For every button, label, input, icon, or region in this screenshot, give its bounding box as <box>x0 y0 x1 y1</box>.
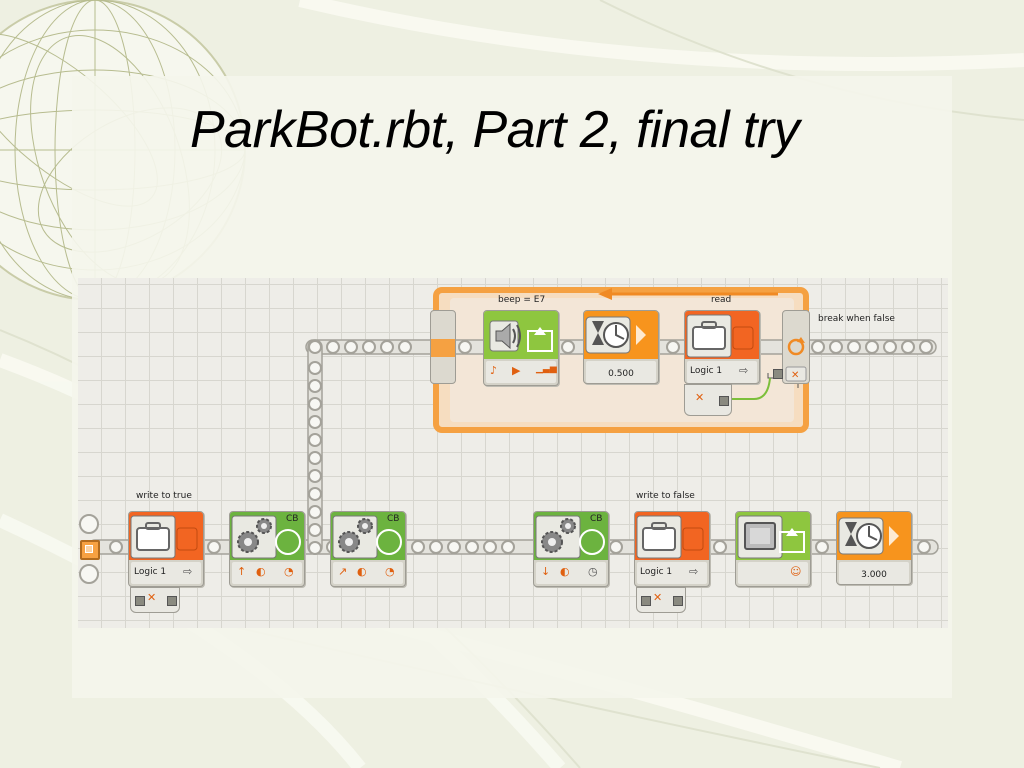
briefcase-icon <box>636 515 704 559</box>
note-icon: ♪ <box>490 364 498 377</box>
write-arrow-icon: ⇨ <box>183 565 193 578</box>
logic-write-true-block[interactable]: Logic 1 ⇨ <box>128 511 204 587</box>
sound-block[interactable]: ♪ ▶ ▁▃▅ <box>483 310 559 386</box>
label-write-true: write to true <box>136 491 192 501</box>
unlimited-duration-icon: ◷ <box>588 565 598 578</box>
direction-forward-icon: ↑ <box>237 565 247 578</box>
logic-write-false-block[interactable]: Logic 1 ⇨ <box>634 511 710 587</box>
play-icon: ▶ <box>512 364 521 377</box>
wait-time-block-final[interactable]: 3.000 <box>836 511 912 585</box>
gears-icon <box>231 515 301 559</box>
loop-condition-port[interactable] <box>773 369 783 379</box>
move-block-2[interactable]: CB ↗ ◐ ◔ <box>330 511 406 587</box>
briefcase-icon <box>686 314 754 358</box>
loop-right-pillar[interactable]: ✕ <box>773 310 810 384</box>
motor-port-label: CB <box>286 514 299 524</box>
logic-write-true-label: Logic 1 <box>134 567 167 577</box>
loop-label-beep: beep = E7 <box>498 295 546 305</box>
motor-port-label: CB <box>387 514 400 524</box>
volume-icon: ▁▃▅ <box>536 364 557 374</box>
logic-plug-icon: ✕ <box>653 591 663 604</box>
gears-icon <box>535 515 605 559</box>
logic-input-port[interactable] <box>135 596 145 606</box>
hourglass-icon <box>838 517 899 555</box>
wait-time-value: 0.500 <box>608 369 634 379</box>
logic-plug-icon: ✕ <box>147 591 157 604</box>
move-block-3[interactable]: CB ↓ ◐ ◷ <box>533 511 609 587</box>
logic-read-label: Logic 1 <box>690 366 723 376</box>
slide-title: ParkBot.rbt, Part 2, final try <box>190 101 800 159</box>
direction-backward-icon: ↓ <box>541 565 551 578</box>
logic-input-port[interactable] <box>641 596 651 606</box>
program-start-icon[interactable] <box>80 540 100 560</box>
motor-port-label: CB <box>590 514 603 524</box>
logic-write-false-data-hub[interactable]: ✕ <box>636 587 686 613</box>
program-canvas[interactable]: beep = E7 read break when false ♪ ▶ ▁▃▅ <box>78 278 948 628</box>
move-block-1[interactable]: CB ↑ ◐ ◔ <box>229 511 305 587</box>
write-arrow-icon: ⇨ <box>689 565 699 578</box>
loop-label-read: read <box>711 295 732 305</box>
hourglass-icon <box>585 316 646 354</box>
logic-write-true-data-hub[interactable]: ✕ <box>130 587 180 613</box>
svg-text:✕: ✕ <box>791 370 799 381</box>
logic-output-port[interactable] <box>167 596 177 606</box>
speaker-icon <box>489 320 553 352</box>
duration-icon: ◔ <box>284 565 294 578</box>
clear-screen-icon: ☺ <box>790 565 802 578</box>
logic-output-port[interactable] <box>673 596 683 606</box>
steering-icon: ◐ <box>256 565 266 578</box>
logic-output-port[interactable] <box>719 396 729 406</box>
logic-write-false-label: Logic 1 <box>640 567 673 577</box>
read-arrow-icon: ⇨ <box>739 364 749 377</box>
wait-time-value: 3.000 <box>861 570 887 580</box>
loop-label-break: break when false <box>818 314 895 324</box>
logic-read-data-hub[interactable]: ✕ <box>684 384 732 416</box>
loop-arrows-icon: ✕ <box>785 337 807 382</box>
briefcase-icon <box>130 515 198 559</box>
direction-turn-icon: ↗ <box>338 565 348 578</box>
steering-icon: ◐ <box>357 565 367 578</box>
wait-time-block[interactable]: 0.500 <box>583 310 659 384</box>
loop-left-pillar[interactable] <box>430 310 456 384</box>
logic-plug-icon: ✕ <box>695 391 705 404</box>
monitor-icon <box>737 515 805 559</box>
duration-icon: ◔ <box>385 565 395 578</box>
logic-variable-read-block[interactable]: Logic 1 ⇨ <box>684 310 760 384</box>
display-block[interactable]: ☺ <box>735 511 811 587</box>
label-write-false: write to false <box>636 491 695 501</box>
steering-icon: ◐ <box>560 565 570 578</box>
gears-icon <box>332 515 402 559</box>
